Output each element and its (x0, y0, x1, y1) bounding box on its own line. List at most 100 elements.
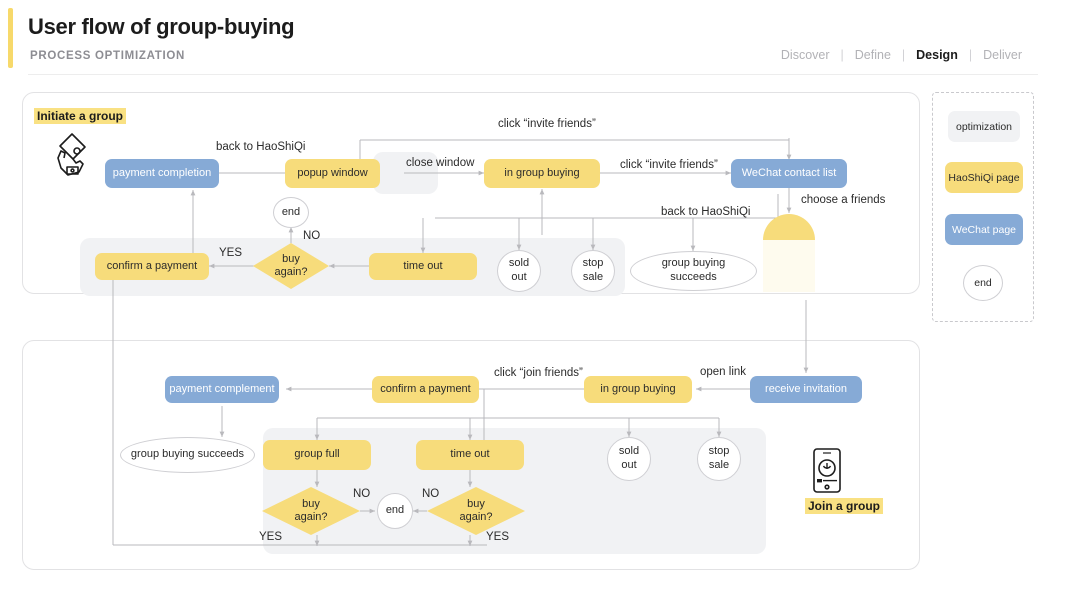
node-end-top[interactable]: end (273, 197, 309, 228)
nav-separator: | (968, 48, 973, 62)
section-label-initiate-a-group: Initiate a group (34, 107, 127, 125)
node-label-line2: sale (582, 271, 604, 283)
node-label: popup window (297, 166, 368, 179)
section-label-text: Join a group (805, 498, 883, 514)
edge-label-choose-a-friends: choose a friends (801, 194, 886, 206)
nav-separator: | (840, 48, 844, 62)
node-end-bottom[interactable]: end (377, 493, 413, 529)
node-time-out-top[interactable]: time out (369, 253, 477, 280)
node-label-line2: again? (294, 511, 328, 523)
node-label: payment completion (112, 166, 212, 179)
edge-label-back-to-haoshiqi-1: back to HaoShiQi (216, 141, 306, 153)
node-sold-out-top[interactable]: sold out (497, 250, 541, 292)
node-confirm-a-payment[interactable]: confirm a payment (95, 253, 209, 280)
node-label-line1: stop (582, 257, 604, 270)
node-label: time out (450, 448, 490, 461)
legend-item-optimization: optimization (948, 111, 1020, 142)
node-label-line1: group buying (661, 257, 726, 270)
node-time-out-2[interactable]: time out (416, 440, 524, 470)
node-label-line2: again? (274, 266, 308, 278)
node-confirm-a-payment-2[interactable]: confirm a payment (372, 376, 479, 403)
node-label-line2: out (621, 459, 637, 471)
nav-separator: | (901, 48, 906, 62)
node-label: end (385, 504, 405, 517)
edge-label-no-left: NO (353, 488, 371, 500)
node-popup-window[interactable]: popup window (285, 159, 380, 188)
header-accent-bar (8, 8, 13, 68)
node-label-line1: buy (467, 497, 485, 510)
node-label-line1: sold (618, 445, 640, 458)
legend-label: end (974, 277, 992, 289)
node-label-wrap: stop sale (709, 445, 730, 473)
node-buy-again-left[interactable]: buy again? (262, 487, 360, 535)
node-label: in group buying (600, 382, 676, 395)
edge-label-yes-left: YES (259, 531, 283, 543)
node-label: confirm a payment (106, 259, 198, 272)
node-label-wrap: stop sale (583, 257, 604, 285)
wechat-dome (763, 214, 815, 240)
wechat-page-shape (763, 214, 815, 292)
node-receive-invitation[interactable]: receive invitation (750, 376, 862, 403)
nav-item-define[interactable]: Define (854, 48, 891, 62)
node-label: confirm a payment (380, 382, 471, 395)
node-label-line2: sale (708, 459, 730, 471)
page-header: User flow of group-buying PROCESS OPTIMI… (0, 0, 1067, 76)
page-title: User flow of group-buying (28, 14, 295, 39)
node-label: payment complement (169, 382, 275, 395)
legend-item-end: end (963, 265, 1003, 301)
phone-device-icon (810, 448, 844, 498)
nav-item-deliver[interactable]: Deliver (983, 48, 1022, 62)
phase-nav: Discover | Define | Design | Deliver (772, 48, 1031, 62)
node-label-line2: succeeds (670, 271, 717, 283)
page-subtitle: PROCESS OPTIMIZATION (30, 50, 185, 62)
node-label-line1: buy (282, 252, 300, 265)
node-label-wrap: sold out (509, 257, 529, 285)
node-buy-again-right[interactable]: buy again? (427, 487, 525, 535)
node-in-group-buying-2[interactable]: in group buying (584, 376, 692, 403)
legend-item-haoshiqi-page: HaoShiQi page (945, 162, 1023, 193)
wechat-body (763, 240, 815, 292)
legend-label: WeChat page (951, 223, 1016, 236)
node-buy-again-top[interactable]: buy again? (253, 243, 329, 289)
legend-label: HaoShiQi page (948, 171, 1020, 184)
node-label: WeChat contact list (741, 166, 837, 179)
node-label-line2: again? (459, 511, 493, 523)
node-label: group buying succeeds (130, 448, 245, 461)
edge-label-click-invite-friends-top: click “invite friends” (498, 118, 596, 130)
node-in-group-buying[interactable]: in group buying (484, 159, 600, 188)
node-sold-out-2[interactable]: sold out (607, 437, 651, 481)
node-label: time out (403, 259, 443, 272)
edge-label-back-to-haoshiqi-2: back to HaoShiQi (661, 206, 751, 218)
node-group-buying-succeeds-2[interactable]: group buying succeeds (120, 437, 255, 473)
node-label-line1: sold (508, 257, 530, 270)
edge-label-click-join-friends: click “join friends” (494, 367, 583, 379)
node-label-wrap: buy again? (253, 243, 329, 289)
edge-label-no-right: NO (422, 488, 440, 500)
node-label-line1: stop (708, 445, 730, 458)
section-label-text: Initiate a group (34, 108, 127, 124)
legend-label: optimization (955, 120, 1013, 133)
node-label: receive invitation (765, 382, 847, 395)
node-group-full[interactable]: group full (263, 440, 371, 470)
edge-label-no-top: NO (303, 230, 321, 242)
node-payment-completion[interactable]: payment completion (105, 159, 219, 188)
node-label: group full (294, 448, 340, 461)
node-label-wrap: buy again? (262, 487, 360, 535)
edge-label-close-window: close window (406, 157, 475, 169)
edge-label-yes-top: YES (219, 247, 243, 259)
node-wechat-contact-list[interactable]: WeChat contact list (731, 159, 847, 188)
node-stop-sale-top[interactable]: stop sale (571, 250, 615, 292)
legend-panel: optimization HaoShiQi page WeChat page e… (932, 92, 1034, 322)
edge-label-open-link: open link (700, 366, 747, 378)
nav-item-discover[interactable]: Discover (780, 48, 830, 62)
node-label-line1: buy (302, 497, 320, 510)
section-label-join-a-group: Join a group (805, 497, 883, 515)
node-stop-sale-2[interactable]: stop sale (697, 437, 741, 481)
edge-label-yes-right: YES (486, 531, 510, 543)
node-payment-complement[interactable]: payment complement (165, 376, 279, 403)
nav-item-design[interactable]: Design (916, 48, 958, 62)
node-group-buying-succeeds-top[interactable]: group buying succeeds (630, 251, 757, 291)
hand-holding-phone-icon (52, 130, 94, 183)
node-label-wrap: group buying succeeds (662, 257, 726, 285)
node-label: in group buying (504, 166, 580, 179)
